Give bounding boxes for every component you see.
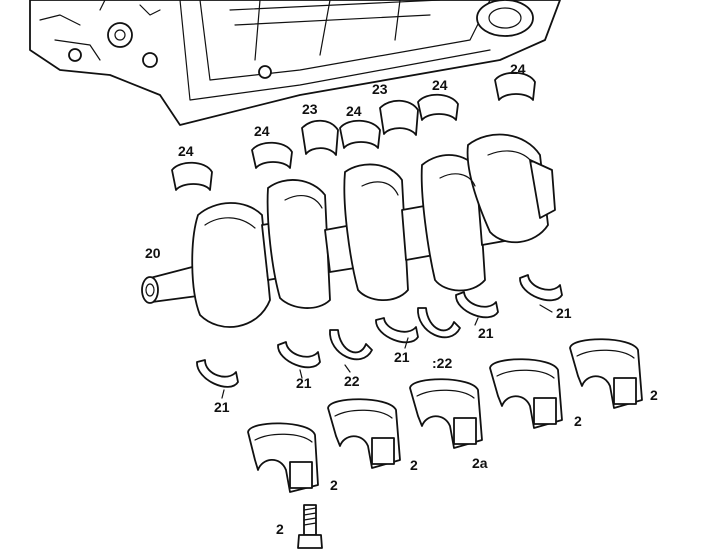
callout-2-cap4: 2 bbox=[574, 413, 582, 429]
thrust-shell-23a bbox=[301, 119, 339, 156]
callout-23b: 23 bbox=[372, 81, 388, 97]
bearing-cap-4 bbox=[489, 358, 563, 429]
upper-bearing-shells bbox=[171, 71, 536, 191]
bearing-shell-24b bbox=[251, 141, 293, 169]
callout-2-cap5: 2 bbox=[650, 387, 658, 403]
bearing-cap-5 bbox=[569, 338, 643, 409]
callout-2-bolt: 2 bbox=[276, 521, 284, 537]
main-bearing-caps bbox=[247, 338, 643, 493]
callout-24a: 24 bbox=[178, 143, 194, 159]
bearing-shell-21b bbox=[277, 341, 321, 369]
callout-labels: 20 24 24 23 24 23 24 24 21 21 :22 21 22 … bbox=[145, 61, 658, 537]
callout-22b: :22 bbox=[432, 355, 452, 371]
bolt-icon bbox=[297, 504, 323, 549]
bearing-shell-21a bbox=[196, 359, 239, 388]
lower-bearing-shells bbox=[196, 274, 563, 388]
thrust-shell-22a bbox=[329, 329, 373, 361]
callout-21d: 21 bbox=[296, 375, 312, 391]
bearing-cap-2a bbox=[409, 378, 483, 449]
bearing-cap-2 bbox=[327, 398, 401, 469]
callout-2-cap1: 2 bbox=[330, 477, 338, 493]
bearing-shell-24d bbox=[417, 93, 459, 121]
callout-21a: 21 bbox=[556, 305, 572, 321]
thrust-shell-23b bbox=[379, 99, 419, 136]
callout-21c: 21 bbox=[394, 349, 410, 365]
callout-2-cap2: 2 bbox=[410, 457, 418, 473]
crankshaft bbox=[141, 133, 556, 328]
leader-lines bbox=[221, 304, 553, 399]
bearing-shell-21d bbox=[455, 291, 499, 319]
bearing-shell-24a bbox=[171, 161, 213, 191]
callout-24b: 24 bbox=[254, 123, 270, 139]
callout-20: 20 bbox=[145, 245, 161, 261]
bearing-shell-21e bbox=[519, 274, 563, 302]
callout-22a: 22 bbox=[344, 373, 360, 389]
bearing-shell-24c bbox=[339, 119, 381, 149]
callout-21e: 21 bbox=[214, 399, 230, 415]
bearing-shell-21c bbox=[375, 317, 419, 344]
callout-21b: 21 bbox=[478, 325, 494, 341]
callout-23a: 23 bbox=[302, 101, 318, 117]
callout-24e: 24 bbox=[510, 61, 526, 77]
callout-24d: 24 bbox=[432, 77, 448, 93]
engine-block bbox=[29, 0, 561, 126]
bearing-cap-1 bbox=[247, 422, 319, 493]
callout-24c: 24 bbox=[346, 103, 362, 119]
thrust-shell-22b bbox=[417, 307, 461, 339]
bearing-shell-24e bbox=[494, 71, 536, 101]
callout-2a-cap3: 2a bbox=[472, 455, 488, 471]
